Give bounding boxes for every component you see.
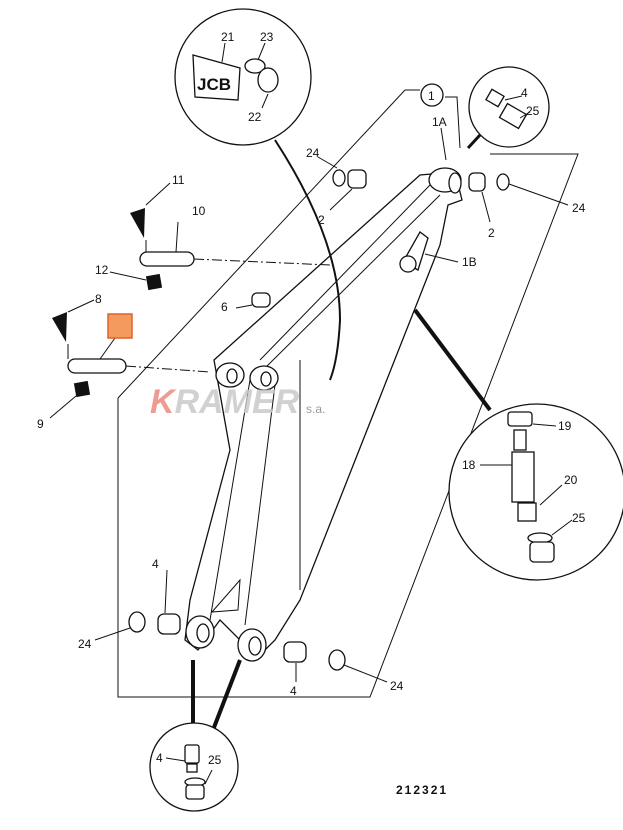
callout-1a: 1A (432, 115, 447, 129)
callout-24-bottom-left: 24 (78, 637, 92, 651)
callout-4-inset-bottom: 4 (156, 751, 163, 765)
callout-4-bottom-right: 4 (290, 684, 297, 698)
callout-8: 8 (95, 292, 102, 306)
pin-7-assembly: 8 9 (37, 292, 211, 431)
drawing-number: 212321 (396, 783, 448, 797)
jcb-logo-plate (192, 54, 241, 101)
callout-25-right: 25 (572, 511, 586, 525)
callout-23: 23 (260, 30, 274, 44)
callout-2-left: 2 (318, 213, 325, 227)
top-right-bushings: 2 24 1B (424, 172, 586, 269)
callout-18: 18 (462, 458, 476, 472)
assembly-outline (117, 89, 579, 698)
rivet-part-23 (244, 58, 266, 74)
callout-2-right: 2 (488, 226, 495, 240)
callout-1b: 1B (462, 255, 477, 269)
watermark-brand-rest: RAMER (175, 383, 300, 421)
top-left-bushings: 24 2 (306, 146, 367, 227)
nipple-part-20 (517, 502, 537, 522)
callout-10: 10 (192, 204, 206, 218)
callout-1-group: 1 1A (420, 83, 447, 161)
callout-9: 9 (37, 417, 44, 431)
callout-25-top: 25 (526, 104, 540, 118)
callout-6: 6 (221, 300, 228, 314)
callout-25-bottom: 25 (208, 753, 222, 767)
watermark-suffix: s.a. (306, 402, 325, 416)
inset-grease-bottom: 4 25 (149, 722, 239, 812)
bottom-bushings: 4 24 4 24 (78, 557, 404, 698)
callout-4-bottom-left: 4 (152, 557, 159, 571)
callout-20: 20 (564, 473, 578, 487)
watermark-brand: KRAMER (150, 383, 300, 421)
boom-arm (184, 167, 463, 662)
highlighted-callout-7[interactable] (107, 313, 133, 339)
adapter-part-18 (511, 451, 535, 503)
callout-19: 19 (558, 419, 572, 433)
nut-part-19 (507, 411, 533, 427)
jcb-logo: JCB (197, 75, 231, 94)
pin-10-assembly: 11 10 12 (95, 173, 331, 291)
part-6: 6 (221, 292, 271, 314)
callout-22: 22 (248, 110, 262, 124)
callout-12: 12 (95, 263, 109, 277)
callout-24-top-right: 24 (572, 201, 586, 215)
inset-logo-decal: JCB 21 23 22 (174, 8, 312, 146)
callout-11: 11 (172, 173, 185, 187)
highlight-box (107, 313, 133, 339)
callout-21: 21 (221, 30, 235, 44)
inset-adapter: 19 18 20 25 (448, 403, 623, 581)
watermark: KRAMER s.a. (150, 383, 325, 421)
plug-part-22 (257, 67, 279, 93)
callout-1: 1 (428, 89, 435, 103)
watermark-brand-initial: K (150, 383, 177, 421)
inset-leaders (191, 133, 492, 731)
callout-24-bottom-right: 24 (390, 679, 404, 693)
callout-24-top-left: 24 (306, 146, 320, 160)
inset-grease-top: 4 25 (468, 66, 550, 148)
callout-4-top: 4 (521, 86, 528, 100)
